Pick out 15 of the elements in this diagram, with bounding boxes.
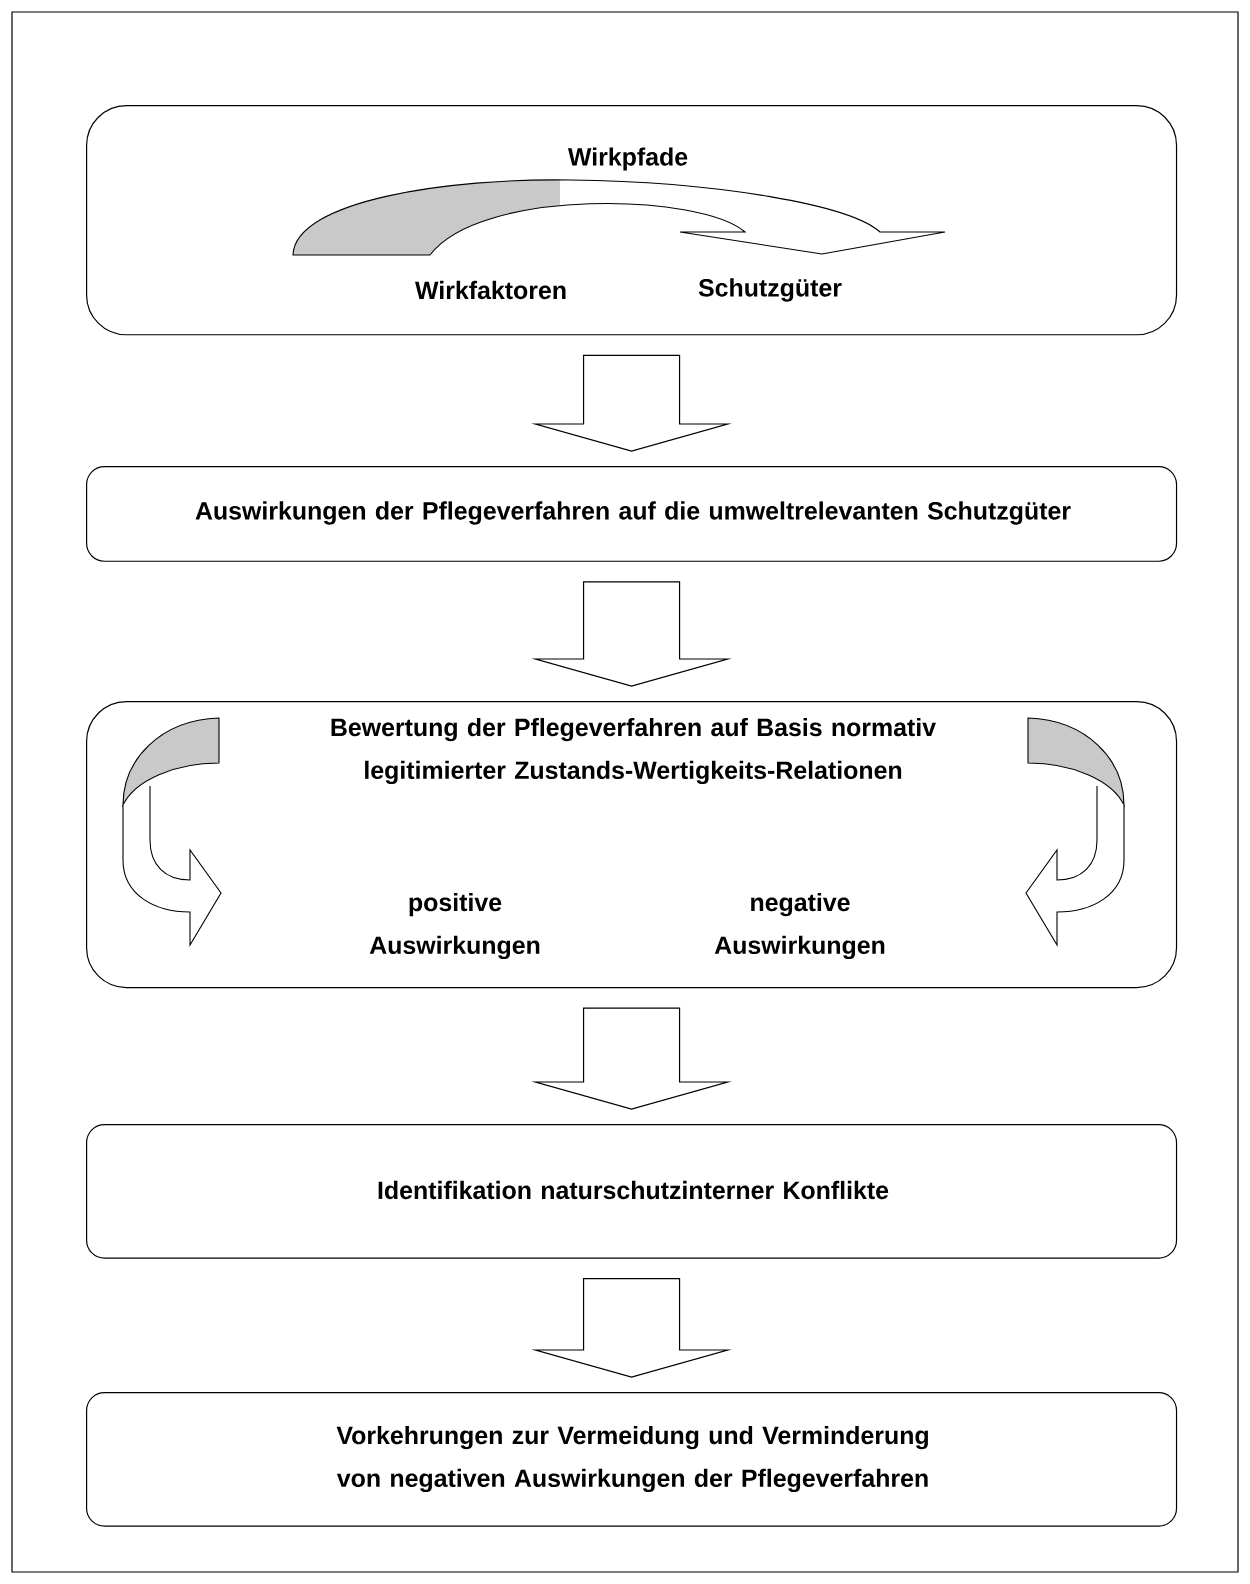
process-box: Vorkehrungen zur Vermeidung und Verminderung von negativen Auswirkungen der Pflegeverfahren [86,1392,1178,1527]
node-label: Wirkfaktoren [415,280,566,300]
process-box: Wirkpfade Wirkfaktoren Schutzgüter [86,105,1178,336]
process-box: Identifikation naturschutzinterner Konflikte [86,1124,1178,1259]
node-label: Bewertung der Pflegeverfahren auf Basis normativ legitimierter Zustands-Wertigkeits-Relationen [331,717,936,785]
node-label: Wirkpfade [567,147,688,171]
node-label: negative Auswirkungen [714,892,885,960]
block-arrow [531,1007,732,1110]
process-box: Auswirkungen der Pflegeverfahren auf die umweltrelevanten Schutzgüter [86,466,1178,562]
node-label: Schutzgüter [698,278,842,302]
block-arrow [531,354,732,452]
process-box: Bewertung der Pflegeverfahren auf Basis normativ legitimierter Zustands-Wertigkeits-Relationen positive Auswirkungen negative Auswirkungen [86,701,1178,989]
block-arrow [531,1278,732,1378]
block-arrow [531,581,732,687]
node-label: positive Auswirkungen [369,892,540,960]
